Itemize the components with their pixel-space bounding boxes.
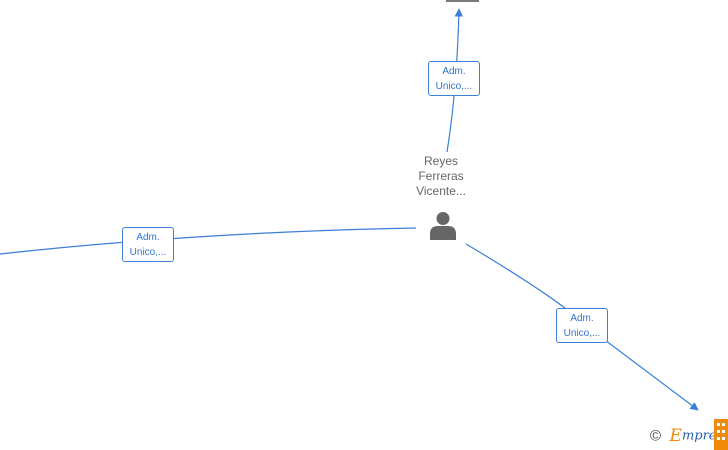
brand-logo-icon [714,419,728,450]
person-name-line: Vicente... [416,184,466,198]
edge-left-line [0,227,417,255]
edge-label-top[interactable]: Adm. Unico,... [428,61,480,96]
edge-label-line: Unico,... [129,247,167,258]
person-name-line: Ferreras [418,169,464,183]
edge-label-line: Unico,... [563,328,601,339]
edge-label-line: Adm. [570,313,594,324]
edge-label-left[interactable]: Adm. Unico,... [122,227,174,262]
edge-label-line: Adm. [136,232,160,243]
edge-label-bottom-right[interactable]: Adm. Unico,... [556,308,608,343]
edge-label-line: Adm. [442,66,466,77]
person-name[interactable]: Reyes Ferreras Vicente... [401,154,481,199]
person-name-line: Reyes [423,154,458,168]
copyright-symbol: © [650,427,662,445]
brand-initial: E [669,426,682,446]
top-node[interactable] [446,0,479,2]
person-icon[interactable] [428,210,458,240]
edge-label-line: Unico,... [435,81,473,92]
